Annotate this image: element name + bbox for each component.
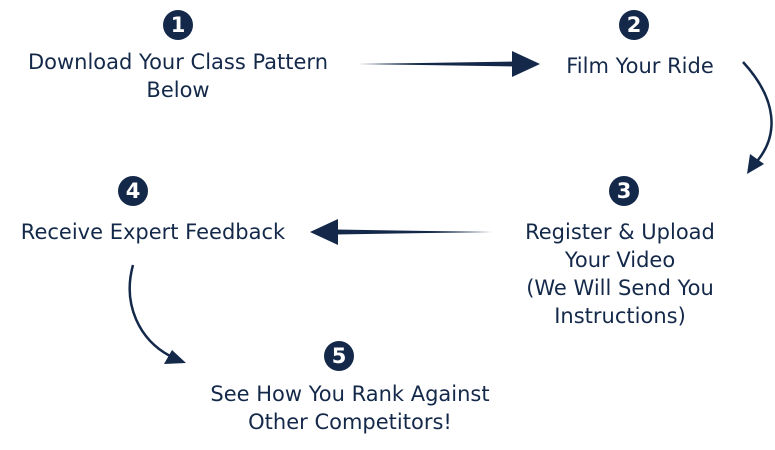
arrow-step3-to-step4 xyxy=(310,219,493,245)
step-3-line-3: (We Will Send You xyxy=(526,276,714,300)
step-4-number-badge: 4 xyxy=(118,176,148,206)
step-1-number-badge: 1 xyxy=(163,10,193,40)
step-1-line-2: Below xyxy=(146,78,210,102)
arrow-step4-to-step5 xyxy=(128,264,186,364)
step-3-line-2: Your Video xyxy=(564,248,676,272)
step-1-label: Download Your Class Pattern Below xyxy=(2,48,354,104)
step-3-number-badge: 3 xyxy=(609,176,639,206)
arrow-step1-to-step2 xyxy=(358,51,540,77)
step-3-label: Register & Upload Your Video (We Will Se… xyxy=(500,218,740,330)
step-5-label: See How You Rank Against Other Competito… xyxy=(180,380,520,436)
arrow-step2-to-step3 xyxy=(742,61,773,174)
step-2-number-badge: 2 xyxy=(619,10,649,40)
step-2-line-1: Film Your Ride xyxy=(566,54,714,78)
step-2-label: Film Your Ride xyxy=(550,52,730,80)
step-5-line-1: See How You Rank Against xyxy=(210,382,490,406)
step-4-line-1: Receive Expert Feedback xyxy=(20,220,286,244)
step-4-label: Receive Expert Feedback xyxy=(0,218,306,246)
step-5-line-2: Other Competitors! xyxy=(248,410,452,434)
step-1-line-1: Download Your Class Pattern xyxy=(27,50,329,74)
step-5-number-badge: 5 xyxy=(324,341,354,371)
step-3-line-4: Instructions) xyxy=(554,304,686,328)
step-3-line-1: Register & Upload xyxy=(525,220,715,244)
